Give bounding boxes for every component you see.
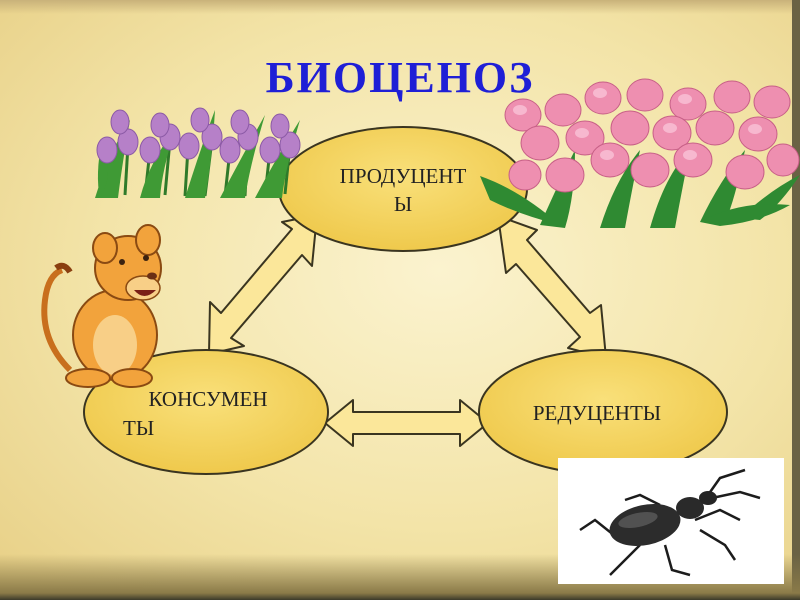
arrow-consumers-decomposers [324,399,489,447]
decomposers-label: РЕДУЦЕНТЫ [533,401,661,425]
slide-right-edge [792,0,800,600]
producers-label-line2: Ы [394,192,412,216]
consumers-label-line1: КОНСУМЕН [148,387,267,411]
tulips-pink-image [480,78,800,228]
slide-top-shade [0,0,800,14]
consumers-label-line2: ТЫ [123,416,154,440]
arrow-producers-decomposers [497,215,607,359]
beetle-image [558,458,784,584]
producers-label-line1: ПРОДУЦЕНТ [340,164,467,188]
slide-title: БИОЦЕНОЗ [265,53,535,102]
arrow-producers-consumers [208,214,318,355]
lion-cub-image [41,224,162,388]
tulips-purple-image [95,107,301,198]
node-decomposers: РЕДУЦЕНТЫ [478,349,728,475]
node-producers: ПРОДУЦЕНТ Ы [278,126,528,252]
